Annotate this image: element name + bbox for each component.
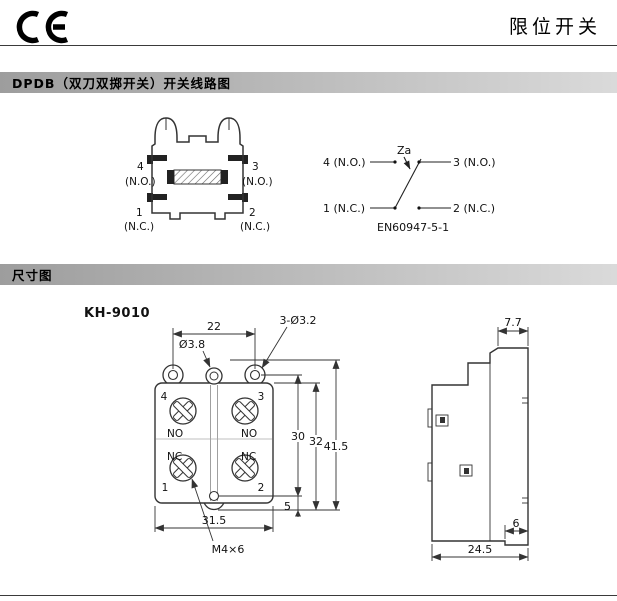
front-dimension-lines (154, 326, 340, 542)
housing-contacts (153, 155, 242, 200)
schematic-contact-dots (393, 160, 421, 210)
model-number: KH-9010 (84, 306, 151, 321)
dim-total-height: 41.5 (324, 440, 349, 453)
dim-hole-span-v: 30 (291, 430, 305, 443)
mount-hole-left (167, 369, 179, 381)
housing-terminal-4-label: 4 (137, 161, 144, 173)
mount-hole-right (249, 369, 261, 381)
schematic-actuator-label: Za (397, 144, 411, 157)
schematic-label-bottom-left: 1 (N.C.) (323, 202, 365, 215)
front-terminal-3: 3 (258, 391, 265, 403)
section-bar-wiring: DPDB（双刀双掷开关）开关线路图 (0, 72, 617, 93)
front-terminal-1: 1 (162, 482, 169, 494)
circuit-schematic-drawing: 4 (N.O.) 3 (N.O.) 1 (N.C.) 2 (N.C.) Za E… (323, 144, 496, 234)
housing-terminal-1-label: 1 (136, 207, 143, 219)
dim-total-depth: 24.5 (468, 543, 493, 556)
schematic-standard-label: EN60947-5-1 (377, 221, 449, 234)
ce-mark-icon (16, 10, 69, 44)
dim-body-height: 32 (309, 435, 323, 448)
dim-foot-depth: 6 (513, 517, 520, 530)
dim-bottom-offset: 5 (284, 500, 291, 513)
dim-top-depth: 7.7 (504, 316, 522, 329)
dim-body-width: 31.5 (202, 514, 227, 527)
schematic-label-top-left: 4 (N.O.) (323, 156, 366, 169)
housing-outer-terminals (147, 155, 248, 202)
switch-housing-drawing: 4 (N.O.) 3 (N.O.) 1 (N.C.) 2 (N.C.) (124, 117, 273, 233)
front-terminal-screws (169, 397, 259, 482)
housing-terminal-4-type: (N.O.) (125, 176, 156, 188)
housing-terminal-3-type: (N.O.) (242, 176, 273, 188)
front-terminal-2: 2 (258, 482, 265, 494)
front-nc-left: NC (167, 451, 182, 463)
header-rule (0, 45, 617, 46)
front-no-left: NO (167, 428, 183, 440)
mount-hole-bottom (208, 490, 220, 502)
housing-terminal-2-type: (N.C.) (240, 221, 270, 233)
side-details (427, 363, 528, 541)
housing-outline (151, 117, 244, 220)
dim-screw-spec: M4×6 (212, 543, 245, 556)
front-nc-right: NC (241, 451, 256, 463)
front-no-right: NO (241, 428, 257, 440)
schematic-label-top-right: 3 (N.O.) (453, 156, 496, 169)
side-profile-outline (431, 347, 529, 546)
side-view-drawing: 7.7 6 24.5 (427, 316, 529, 561)
dim-mount-holes: 3-Ø3.2 (279, 314, 316, 327)
housing-plungers (165, 118, 230, 130)
dim-hole-spacing: 22 (207, 320, 221, 333)
front-terminal-4: 4 (161, 391, 168, 403)
page-title: 限位开关 (508, 16, 601, 38)
wiring-section-title: DPDB（双刀双掷开关）开关线路图 (12, 76, 231, 91)
schematic-label-bottom-right: 2 (N.C.) (453, 202, 495, 215)
housing-terminal-2-label: 2 (249, 207, 256, 219)
dimensions-section-title: 尺寸图 (12, 268, 53, 283)
schematic-lines (370, 156, 451, 209)
dim-plunger-dia: Ø3.8 (179, 338, 205, 351)
section-bar-dimensions: 尺寸图 (0, 264, 617, 285)
front-view-drawing: 4 3 NO NO NC NC 1 2 (154, 314, 349, 556)
housing-terminal-3-label: 3 (252, 161, 259, 173)
footer-rule (0, 595, 617, 596)
side-dimension-lines (431, 327, 529, 561)
housing-terminal-1-type: (N.C.) (124, 221, 154, 233)
